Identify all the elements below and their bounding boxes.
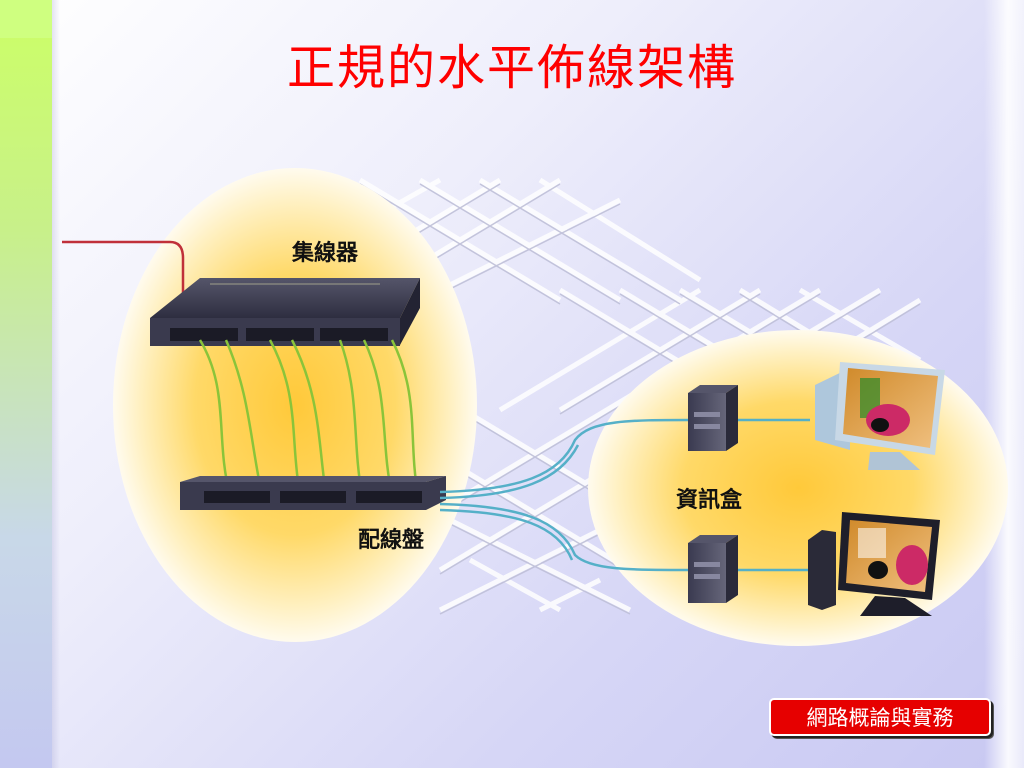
uplink-cable: [62, 240, 185, 345]
left-accent-strip-top: [0, 0, 52, 38]
hub-label: 集線器: [292, 241, 359, 266]
left-accent-strip: [0, 0, 52, 768]
horizontal-cables: [439, 418, 810, 572]
info-box-lower: [688, 535, 738, 603]
patch-panel-device: [180, 476, 446, 510]
right-edge-glow: [984, 0, 1024, 768]
work-area-glow: [588, 330, 1008, 646]
course-title-button[interactable]: 網路概論與實務: [769, 698, 991, 736]
info-box-label: 資訊盒: [676, 488, 743, 513]
slide-title: 正規的水平佈線架構: [286, 40, 737, 96]
lattice-pattern: [278, 177, 922, 613]
computer-lower: [808, 512, 940, 616]
patch-panel-label: 配線盤: [358, 528, 425, 553]
frame-shadow: [52, 0, 60, 768]
computer-upper: [815, 362, 945, 470]
info-box-upper: [688, 385, 738, 451]
hub-device: [150, 278, 420, 346]
